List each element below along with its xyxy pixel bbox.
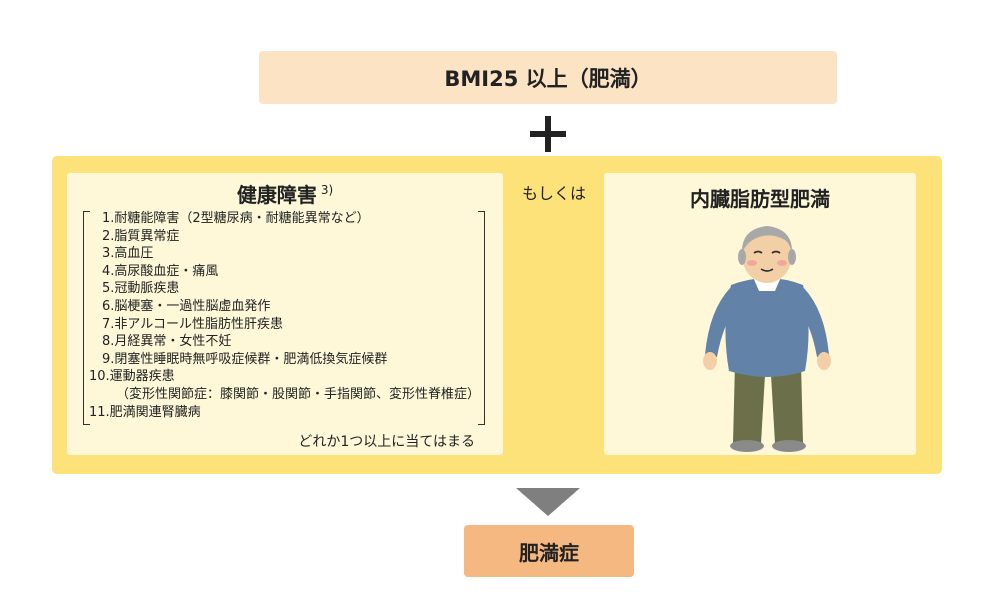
obesity-disease-text: 肥満症 — [519, 540, 579, 565]
list-item: 1.耐糖能障害（2型糖尿病・耐糖能異常など） — [102, 211, 370, 226]
list-item: 5.冠動脈疾患 — [102, 281, 180, 297]
obesity-disease-box: 肥満症 — [464, 525, 634, 577]
health-disorders-list: 1.耐糖能障害（2型糖尿病・耐糖能異常など） 2.脂質異常症 3.高血圧 4.高… — [89, 210, 480, 421]
bracket-left — [83, 211, 90, 425]
list-item: 2.脂質異常症 — [102, 228, 180, 244]
visceral-obesity-title: 内臓脂肪型肥満 — [690, 187, 830, 211]
health-title-text: 健康障害 — [236, 183, 317, 207]
list-item: 6.脳梗塞・一過性脳虚血発作 — [102, 298, 271, 314]
down-arrow-icon — [516, 488, 580, 516]
bracket-right — [478, 211, 485, 425]
elderly-man-illustration — [703, 226, 831, 452]
list-item: 3.高血圧 — [102, 246, 154, 262]
list-item-detail: （変形性関節症：膝関節・股関節・手指関節、変形性脊椎症） — [116, 386, 481, 402]
visceral-obesity-panel: 内臓脂肪型肥満 — [604, 173, 916, 455]
list-item: 9.閉塞性睡眠時無呼吸症候群・肥満低換気症候群 — [102, 351, 388, 367]
footnote-ref: 3) — [320, 183, 334, 198]
list-item: 8.月経異常・女性不妊 — [102, 334, 232, 350]
list-item: 11.肥満関連腎臓病 — [89, 404, 201, 420]
list-item: 10.運動器疾患 — [89, 369, 175, 385]
list-item: 4.高尿酸血症・痛風 — [102, 263, 219, 279]
bmi-condition-box: BMI25 以上（肥満） — [259, 51, 837, 104]
or-label: もしくは — [521, 184, 586, 203]
bmi-condition-text: BMI25 以上（肥満） — [444, 66, 652, 91]
health-disorders-note: どれか1つ以上に当てはまる — [298, 434, 475, 450]
list-item: 7.非アルコール性脂肪性肝疾患 — [102, 316, 284, 332]
plus-icon — [528, 114, 568, 154]
